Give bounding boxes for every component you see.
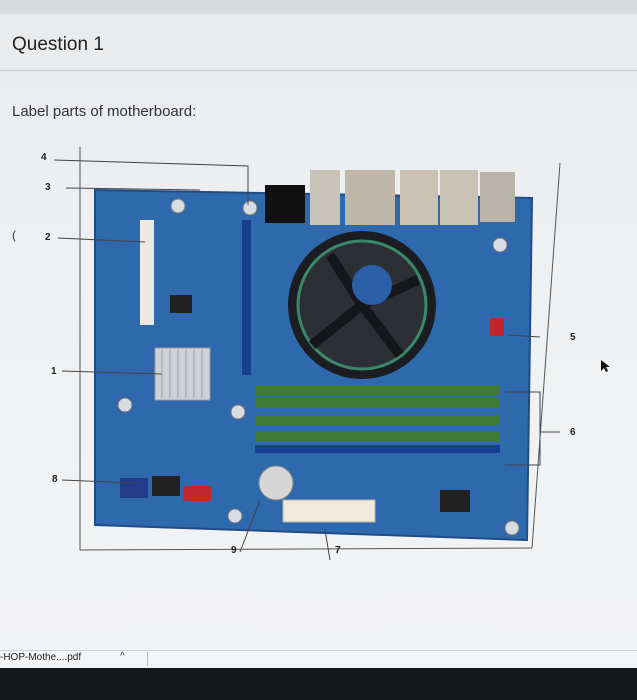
label-8: 8 — [52, 474, 58, 485]
monitor-bezel — [0, 668, 637, 700]
fan-icon — [288, 231, 436, 379]
question-header: Question 1 — [0, 14, 637, 71]
label-5: 5 — [570, 332, 576, 343]
download-item-filename[interactable]: -HOP-Mothe....pdf — [0, 652, 82, 663]
motherboard-image — [94, 170, 534, 542]
label-9: 9 — [231, 545, 237, 556]
label-2: 2 — [45, 232, 51, 243]
question-title: Question 1 — [12, 34, 104, 55]
screen: Question 1 Label parts of motherboard: ( — [0, 0, 637, 669]
label-3: 3 — [45, 182, 51, 193]
download-divider — [147, 652, 148, 666]
label-4: 4 — [41, 152, 47, 163]
stray-parenthesis: ( — [12, 228, 16, 242]
download-bar — [0, 650, 637, 669]
question-prompt: Label parts of motherboard: — [12, 103, 197, 120]
chevron-up-icon[interactable]: ^ — [120, 651, 125, 662]
cursor-icon — [601, 360, 610, 372]
label-7: 7 — [335, 545, 341, 556]
motherboard-figure: 4 3 2 1 8 5 6 7 9 — [41, 147, 576, 561]
label-1: 1 — [51, 366, 57, 377]
label-6: 6 — [570, 427, 576, 438]
